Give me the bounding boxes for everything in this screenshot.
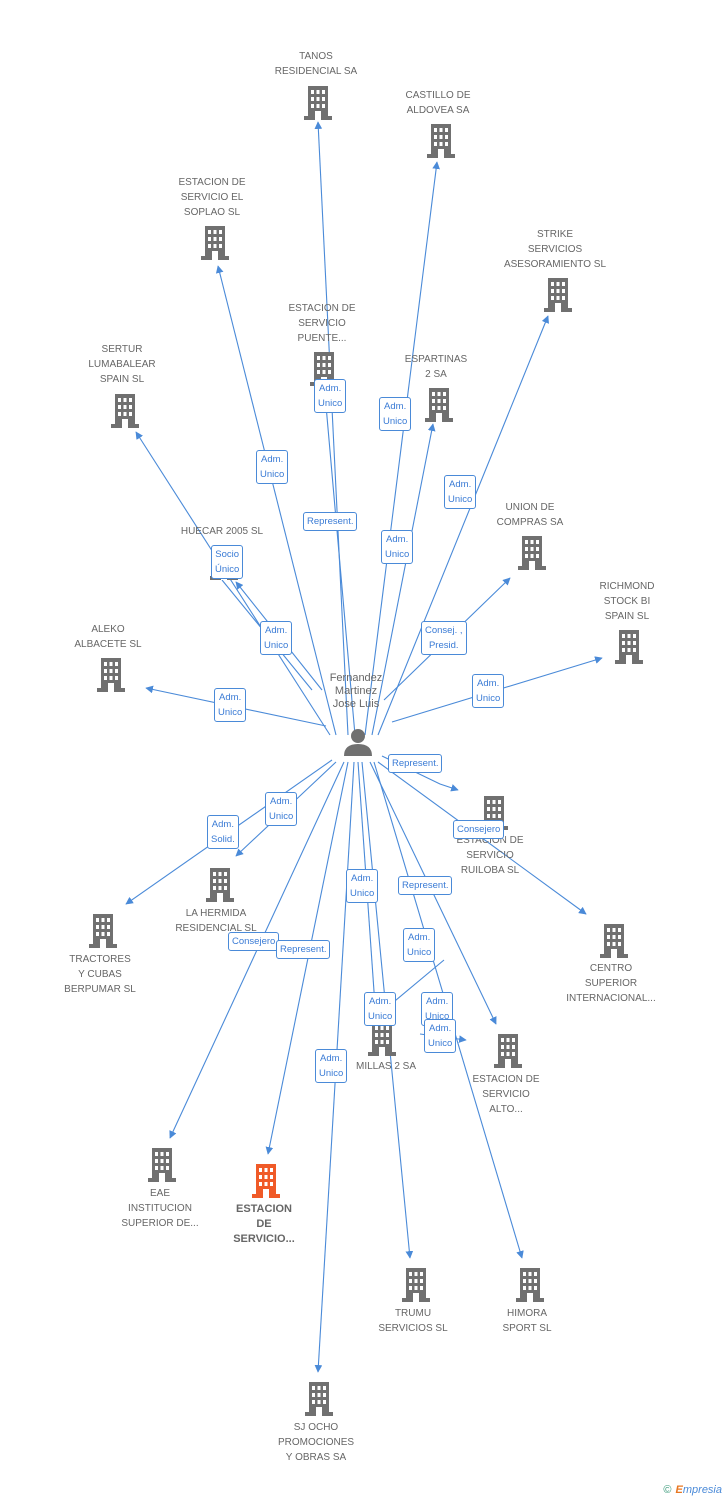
company-label-espartinas[interactable]: ESPARTINAS 2 SA bbox=[404, 354, 468, 380]
edge-label-soplao: Adm. Unico bbox=[256, 450, 289, 484]
company-label-eae[interactable]: EAE INSTITUCION SUPERIOR DE... bbox=[121, 1188, 199, 1229]
edge-label-puente: Adm. Unico bbox=[314, 379, 347, 413]
building-icon-richmond bbox=[615, 630, 643, 664]
edge-label-castillo: Adm. Unico bbox=[381, 530, 414, 564]
company-label-tanos[interactable]: TANOS RESIDENCIAL SA bbox=[274, 51, 358, 77]
copyright-symbol: © bbox=[663, 1484, 672, 1496]
edge-label-sertur: Adm. Unico bbox=[260, 621, 293, 655]
company-label-soplao[interactable]: ESTACION DE SERVICIO EL SOPLAO SL bbox=[178, 177, 246, 218]
brand-name: mpresia bbox=[682, 1484, 722, 1496]
edge-label-trumu: Adm. Unico bbox=[364, 992, 397, 1026]
building-icon-tractores bbox=[89, 914, 117, 948]
edge-label-sjocho: Adm. Unico bbox=[315, 1049, 348, 1083]
edge-label-hermida: Adm. Unico bbox=[265, 792, 298, 826]
company-label-sertur[interactable]: SERTUR LUMABALEAR SPAIN SL bbox=[88, 344, 156, 385]
edge-label-tractores: Adm. Solid. bbox=[207, 815, 239, 849]
person-icon bbox=[344, 729, 372, 756]
edge-label-servicio: Represent. bbox=[276, 940, 331, 959]
edge-soplao bbox=[215, 265, 337, 736]
company-label-himora[interactable]: HIMORA SPORT SL bbox=[502, 1308, 552, 1334]
edge-strike bbox=[377, 315, 549, 736]
company-label-strike[interactable]: STRIKE SERVICIOS ASESORAMIENTO SL bbox=[503, 229, 607, 270]
building-icon-alto bbox=[494, 1034, 522, 1068]
building-icon-espartinas bbox=[425, 388, 453, 422]
company-label-richmond[interactable]: RICHMOND STOCK BI SPAIN SL bbox=[599, 581, 655, 622]
building-icon-castillo bbox=[427, 124, 455, 158]
company-label-trumu[interactable]: TRUMU SERVICIOS SL bbox=[378, 1308, 448, 1334]
building-icon-union bbox=[518, 536, 546, 570]
building-icon-eae bbox=[148, 1148, 176, 1182]
building-icon-himora bbox=[516, 1268, 544, 1302]
building-icon-strike bbox=[544, 278, 572, 312]
person-name[interactable]: Fernandez Martinez Jose Luis bbox=[329, 672, 383, 710]
building-icon-tanos bbox=[304, 86, 332, 120]
company-label-alto[interactable]: ESTACION DE SERVICIO ALTO... bbox=[472, 1074, 540, 1115]
edge-label-tanos: Represent. bbox=[303, 512, 358, 531]
edge-label-richmond: Adm. Unico bbox=[472, 674, 505, 708]
building-icon-centro bbox=[600, 924, 628, 958]
edge-label-millas: Adm. Unico bbox=[346, 869, 379, 903]
building-icon-servicio-highlight bbox=[252, 1164, 280, 1198]
building-icon-trumu bbox=[402, 1268, 430, 1302]
edge-label-strike: Adm. Unico bbox=[444, 475, 477, 509]
building-icon-hermida bbox=[206, 868, 234, 902]
company-label-centro[interactable]: CENTRO SUPERIOR INTERNACIONAL... bbox=[566, 963, 656, 1004]
building-icon-soplao bbox=[201, 226, 229, 260]
company-label-ruiloba[interactable]: ESTACION DE SERVICIO RUILOBA SL bbox=[456, 835, 524, 876]
building-icon-aleko bbox=[97, 658, 125, 692]
edge-label-union: Consej. , Presid. bbox=[421, 621, 467, 655]
edge-espartinas bbox=[371, 423, 436, 736]
edge-tanos bbox=[314, 121, 349, 736]
edge-label-espartinas: Adm. Unico bbox=[379, 397, 412, 431]
edge-label-alto: Represent. bbox=[398, 876, 453, 895]
copyright-footer[interactable]: ©Empresia bbox=[663, 1484, 722, 1496]
edge-puente bbox=[318, 359, 356, 736]
edge-label-centro: Consejero bbox=[453, 820, 505, 839]
edge-label-alto-2: Adm. Unico bbox=[424, 1019, 457, 1053]
edge-label-ruiloba: Represent. bbox=[388, 754, 443, 773]
company-label-hermida[interactable]: LA HERMIDA RESIDENCIAL SL bbox=[175, 908, 257, 934]
building-icon-sertur bbox=[111, 394, 139, 428]
edge-sertur bbox=[135, 431, 331, 736]
company-label-millas[interactable]: MILLAS 2 SA bbox=[355, 1061, 417, 1072]
company-label-aleko[interactable]: ALEKO ALBACETE SL bbox=[74, 624, 142, 650]
edge-label-millas-2: Adm. Unico bbox=[403, 928, 436, 962]
company-label-puente[interactable]: ESTACION DE SERVICIO PUENTE... bbox=[288, 303, 356, 344]
building-icon-sjocho bbox=[305, 1382, 333, 1416]
edge-label-huecar: Socio Único bbox=[211, 545, 244, 579]
company-label-castillo[interactable]: CASTILLO DE ALDOVEA SA bbox=[405, 90, 471, 116]
company-label-sjocho[interactable]: SJ OCHO PROMOCIONES Y OBRAS SA bbox=[277, 1422, 355, 1463]
company-label-huecar[interactable]: HUECAR 2005 SL bbox=[180, 526, 264, 537]
company-label-tractores[interactable]: TRACTORES Y CUBAS BERPUMAR SL bbox=[64, 954, 136, 995]
building-icon-millas bbox=[368, 1022, 396, 1056]
company-label-servicio-highlight[interactable]: ESTACION DE SERVICIO... bbox=[233, 1203, 295, 1245]
company-label-union[interactable]: UNION DE COMPRAS SA bbox=[496, 502, 564, 528]
brand-e-logo: E bbox=[675, 1484, 683, 1496]
edge-label-aleko: Adm. Unico bbox=[214, 688, 247, 722]
edge-castillo bbox=[364, 161, 440, 736]
edge-label-eae: Consejero bbox=[228, 932, 280, 951]
